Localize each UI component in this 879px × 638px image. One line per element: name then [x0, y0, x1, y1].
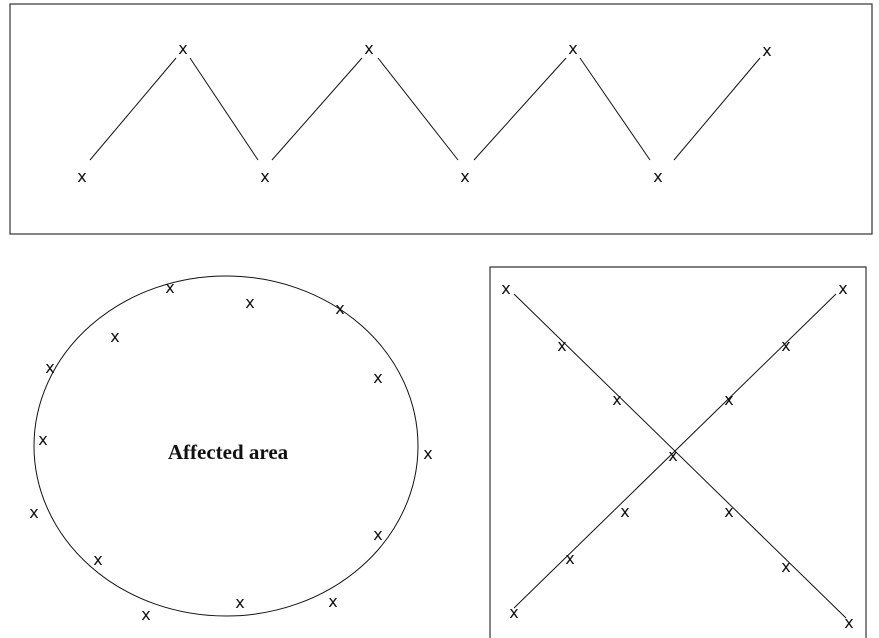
- sample-point-marker: x: [373, 525, 382, 544]
- zigzag-segment: [377, 57, 459, 161]
- zigzag-segment: [473, 57, 567, 161]
- sample-point-marker: x: [141, 605, 150, 624]
- sample-point-marker: x: [724, 502, 733, 521]
- sample-point-marker: x: [668, 446, 677, 465]
- cross-panel: x x x x x x x x x x x x x: [489, 266, 867, 638]
- sample-point-marker: x: [509, 603, 518, 622]
- sample-point-marker: x: [838, 279, 847, 298]
- sample-point-marker: x: [565, 549, 574, 568]
- sample-point-marker: x: [260, 167, 269, 186]
- sample-point-marker: x: [328, 592, 337, 611]
- zigzag-frame: [9, 3, 873, 235]
- sample-point-marker: x: [93, 550, 102, 569]
- zigzag-segment: [271, 57, 363, 161]
- sample-point-marker: x: [373, 368, 382, 387]
- sample-point-marker: x: [235, 593, 244, 612]
- sample-point-marker: x: [335, 299, 344, 318]
- sample-point-marker: x: [557, 336, 566, 355]
- zigzag-segment: [673, 57, 761, 161]
- sample-point-marker: x: [165, 278, 174, 297]
- sample-point-marker: x: [38, 430, 47, 449]
- zigzag-segment: [189, 57, 259, 161]
- sample-point-marker: x: [844, 613, 853, 632]
- sample-point-marker: x: [423, 444, 432, 463]
- cross-diagonal-line: [513, 293, 847, 619]
- sample-point-marker: x: [245, 293, 254, 312]
- cross-frame: [489, 266, 867, 638]
- sample-point-marker: x: [653, 167, 662, 186]
- sample-point-marker: x: [364, 39, 373, 58]
- sample-point-marker: x: [460, 167, 469, 186]
- sample-point-marker: x: [724, 390, 733, 409]
- cross-diagonal-line: [513, 293, 837, 609]
- sample-point-marker: x: [501, 279, 510, 298]
- sample-point-marker: x: [781, 336, 790, 355]
- sample-point-marker: x: [762, 41, 771, 60]
- sample-point-marker: x: [77, 167, 86, 186]
- zigzag-panel: x x x x x x x x: [9, 3, 873, 235]
- sample-point-marker: x: [620, 502, 629, 521]
- ellipse-panel: Affected area x x x x x x x x x x x x x …: [29, 275, 433, 624]
- sample-point-marker: x: [612, 390, 621, 409]
- zigzag-segment: [89, 57, 177, 161]
- sample-point-marker: x: [45, 358, 54, 377]
- sample-point-marker: x: [110, 327, 119, 346]
- sample-point-marker: x: [781, 557, 790, 576]
- sample-point-marker: x: [568, 39, 577, 58]
- affected-area-label: Affected area: [168, 440, 289, 464]
- sample-point-marker: x: [178, 39, 187, 58]
- affected-area-ellipse: [33, 275, 419, 617]
- sample-point-marker: x: [29, 503, 38, 522]
- zigzag-segment: [579, 57, 651, 161]
